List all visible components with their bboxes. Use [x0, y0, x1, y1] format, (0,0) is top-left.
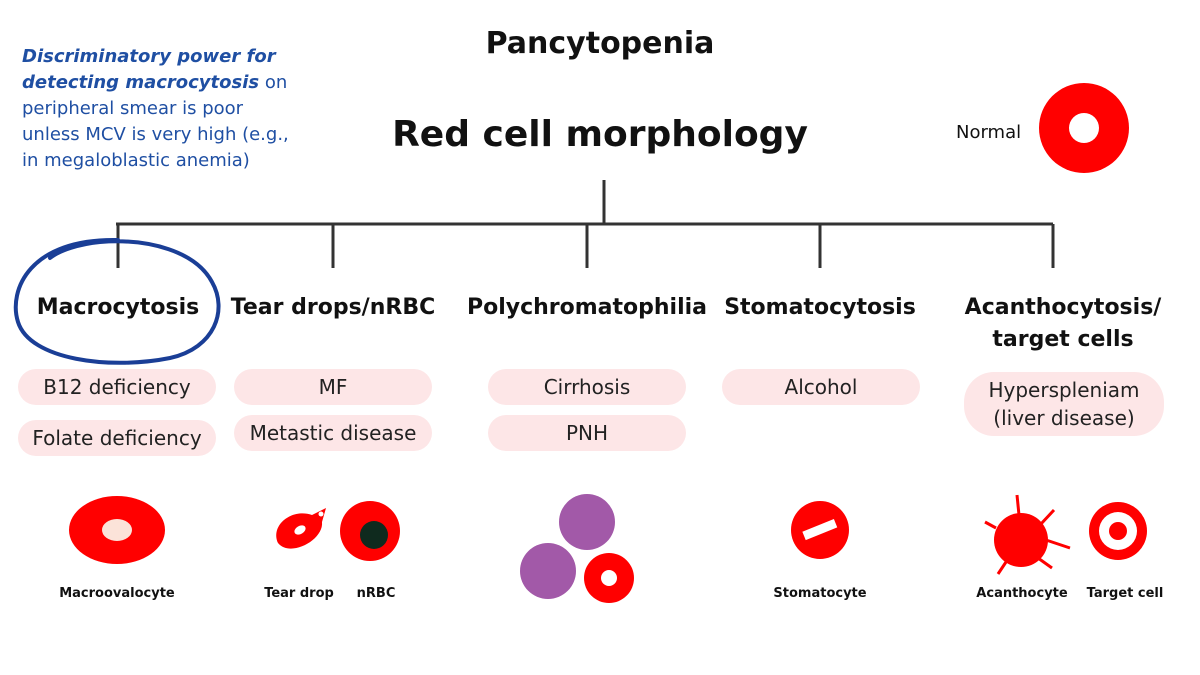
side-note-text: on peripheral smear is poor unless MCV i… [22, 72, 289, 171]
target-cell-center [1109, 522, 1127, 540]
stomatocyte-slit [802, 518, 838, 541]
pill-pnh: PNH [488, 415, 686, 451]
category-polychromatophilia: Polychromatophilia [466, 295, 708, 320]
pill-folate-deficiency: Folate deficiency [18, 420, 216, 456]
caption-target-cell: Target cell [1086, 586, 1164, 601]
caption-acanthocyte: Acanthocyte [976, 586, 1068, 601]
normal-label: Normal [956, 122, 1022, 143]
nrbc-nucleus [360, 521, 388, 549]
diagram-subtitle: Red cell morphology [392, 114, 808, 155]
caption-stomatocyte: Stomatocyte [773, 586, 867, 601]
highlight-circle [13, 237, 221, 365]
polychromatophilic-cell-icon-2 [520, 543, 576, 599]
pill-b12-deficiency: B12 deficiency [18, 369, 216, 405]
category-macrocytosis: Macrocytosis [36, 295, 200, 320]
pill-metastatic-disease: Metastic disease [234, 415, 432, 451]
category-tear-drops: Tear drops/nRBC [230, 295, 436, 320]
tear-drop-icon [276, 508, 326, 549]
caption-nrbc: nRBC [356, 586, 396, 601]
polychromatophilic-cell-icon-1 [559, 494, 615, 550]
pill-alcohol: Alcohol [722, 369, 920, 405]
macroovalocyte-pallor [102, 519, 132, 541]
polychromatophilic-rbc-pallor [601, 570, 617, 586]
page-title: Pancytopenia [485, 26, 715, 61]
caption-tear-drop: Tear drop [264, 586, 334, 601]
pill-hypersplenism: Hyperspleniam (liver disease) [964, 372, 1164, 436]
side-note: Discriminatory power for detecting macro… [22, 44, 292, 174]
normal-cell-pallor [1069, 113, 1099, 143]
caption-macroovalocyte: Macroovalocyte [59, 586, 175, 601]
category-stomatocytosis: Stomatocytosis [724, 295, 916, 320]
category-acanthocytosis: Acanthocytosis/ target cells [964, 295, 1162, 352]
pill-mf: MF [234, 369, 432, 405]
side-note-emphasis: Discriminatory power for detecting macro… [22, 46, 276, 93]
pill-cirrhosis: Cirrhosis [488, 369, 686, 405]
acanthocyte-icon [984, 494, 1071, 575]
